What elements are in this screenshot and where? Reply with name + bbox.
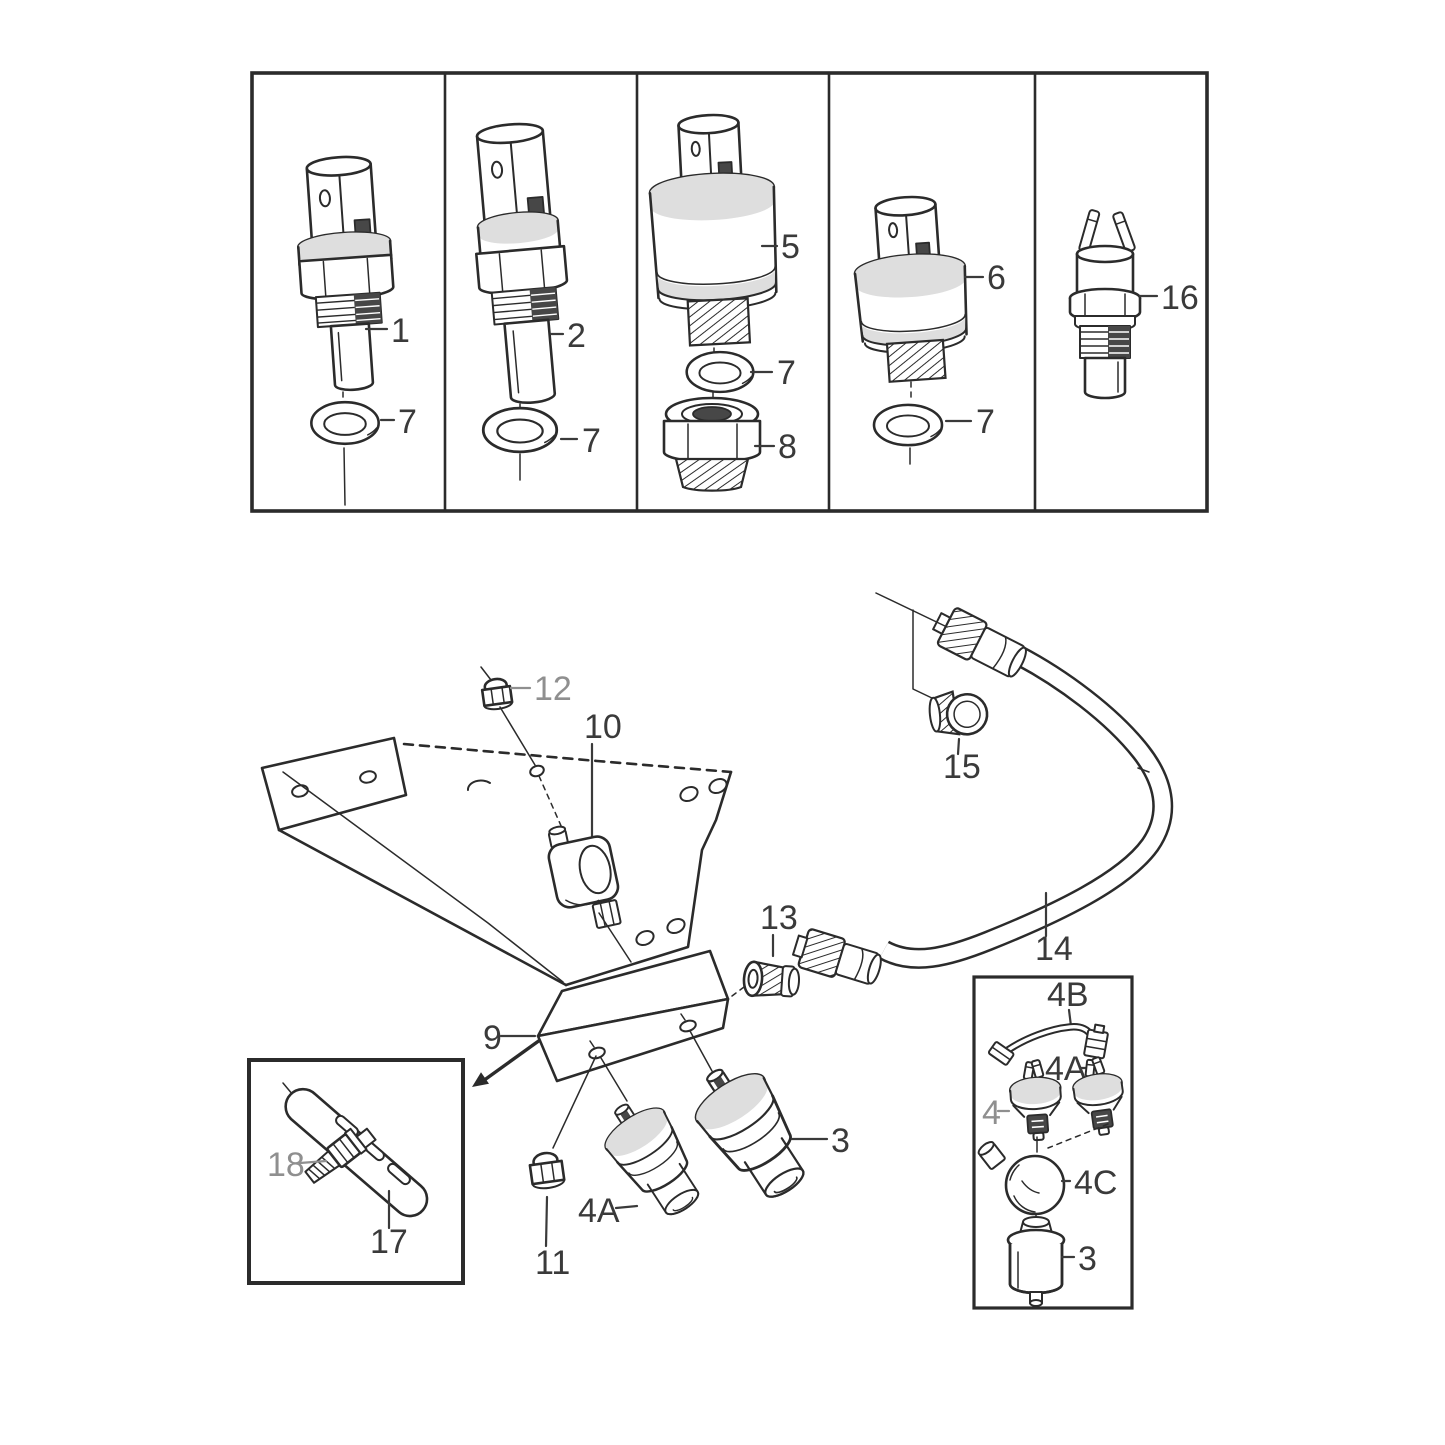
- plug-15-drawing: [928, 690, 989, 736]
- callout-kit-3: 3: [1078, 1240, 1097, 1278]
- callout-sensor-10: 10: [584, 708, 622, 746]
- mounting-bracket-drawing: [260, 736, 733, 987]
- callout-kit-part-4: 4: [982, 1094, 1001, 1132]
- callout-washer-7: 7: [582, 422, 601, 460]
- callout-part-5: 5: [781, 228, 800, 266]
- sealing-washer-7-drawing: [481, 406, 559, 454]
- sealing-washer-7-drawing: [872, 403, 944, 447]
- oil-pressure-hose-14-drawing: [791, 592, 1174, 985]
- callout-washer-7: 7: [398, 403, 417, 441]
- pressure-switch-5-drawing: [648, 113, 778, 347]
- panel-3: 5 7 8: [648, 113, 800, 492]
- callout-washer-7: 7: [777, 354, 796, 392]
- nut-11-drawing: [528, 1151, 566, 1190]
- callout-sender-4a: 4A: [578, 1192, 620, 1230]
- sensor-10-drawing: [547, 825, 622, 929]
- callout-part-16: 16: [1161, 279, 1199, 317]
- kit-sensor-4c-drawing: [977, 1141, 1066, 1216]
- sealing-washer-7-drawing: [310, 400, 380, 446]
- leader-line: [956, 737, 961, 756]
- leader-line: [600, 1057, 628, 1102]
- leader-line: [731, 986, 745, 997]
- leader-line: [614, 1204, 639, 1210]
- tick-line: [480, 666, 492, 681]
- callout-part-1: 1: [391, 312, 410, 350]
- harness-4b-drawing: [987, 1023, 1109, 1066]
- sender-3-drawing: [678, 1049, 824, 1213]
- panel-5: 16: [1068, 209, 1199, 400]
- union-13-drawing: [742, 960, 801, 998]
- callout-nut-12: 12: [534, 670, 572, 708]
- leader-line: [499, 706, 536, 766]
- leader-line: [538, 775, 563, 829]
- leader-line: [552, 1055, 597, 1149]
- callout-bolt-18: 18: [267, 1146, 305, 1184]
- callout-union-13: 13: [760, 899, 798, 937]
- callout-plug-15: 15: [943, 748, 981, 786]
- centerline: [343, 447, 346, 506]
- junction-block-9-drawing: [536, 949, 730, 1083]
- leader-line: [875, 592, 948, 628]
- temp-sender-16-drawing: [1068, 209, 1142, 400]
- temp-sensor-1-drawing: [296, 155, 395, 392]
- callout-arm-17: 17: [370, 1223, 408, 1261]
- adapter-8-drawing: [662, 396, 762, 492]
- leader-line: [598, 912, 632, 963]
- inset-box-sender-kit: 4B 4A 4: [972, 975, 1134, 1310]
- panel-1: 1 7: [296, 155, 417, 506]
- callout-washer-7: 7: [976, 403, 995, 441]
- leader-line: [1047, 1123, 1109, 1149]
- panel-2: 2 7: [474, 122, 601, 481]
- pressure-switch-6-drawing: [853, 195, 968, 383]
- temp-sensor-2-drawing: [474, 122, 569, 404]
- bracket-slot: [467, 779, 491, 791]
- callout-nut-11: 11: [535, 1244, 570, 1282]
- kit-sensor-3-drawing: [1006, 1216, 1066, 1307]
- callout-hose-14: 14: [1035, 930, 1073, 968]
- leader-line: [298, 1159, 328, 1165]
- callout-part-2: 2: [567, 317, 586, 355]
- inset-box-bracket-arm: 18 17: [247, 1058, 465, 1285]
- panel-4: 6 7: [853, 195, 1006, 465]
- callout-part-6: 6: [987, 259, 1006, 297]
- callout-adapter-8: 8: [778, 428, 797, 466]
- callout-harness-4b: 4B: [1047, 976, 1089, 1014]
- leader-line: [544, 1195, 549, 1248]
- callout-kit-4c: 4C: [1074, 1164, 1117, 1202]
- leader-line: [912, 609, 935, 700]
- nut-12-drawing: [480, 677, 514, 711]
- leader-line: [689, 1030, 713, 1072]
- sealing-washer-7-drawing: [685, 350, 755, 394]
- view-arrow: [472, 1038, 541, 1087]
- callout-block-9: 9: [483, 1019, 502, 1057]
- callout-sender-3: 3: [831, 1122, 850, 1160]
